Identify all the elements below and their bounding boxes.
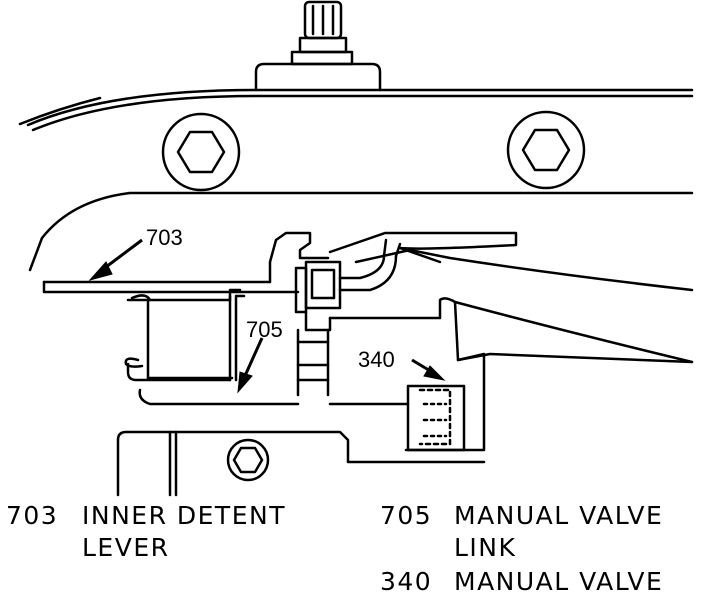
link-connector	[294, 238, 402, 332]
callout-703-arrow	[88, 238, 143, 281]
legend-desc-line: MANUAL VALVE	[454, 501, 664, 530]
vertical-post	[296, 328, 330, 397]
legend-number: 705	[380, 501, 433, 530]
callout-340-label: 340	[358, 347, 395, 372]
manual-valve-shape	[406, 384, 466, 452]
legend-number: 703	[6, 501, 59, 530]
legend-desc-line: LINK	[454, 533, 517, 562]
callout-340-arrow	[411, 358, 446, 381]
upper-housing	[18, 88, 694, 132]
right-wedge	[328, 297, 694, 452]
legend-number: 340	[380, 567, 433, 596]
callout-705-arrow	[237, 337, 264, 394]
legend-desc-line: INNER DETENT	[82, 501, 286, 530]
hex-bolt-left	[161, 112, 241, 192]
inner-detent-lever-shape	[42, 231, 694, 294]
left-bracket	[126, 294, 234, 380]
top-fitting	[254, 0, 382, 92]
lower-housing-contour	[28, 191, 694, 272]
hex-bolt-bottom	[226, 438, 270, 482]
legend-desc-line: MANUAL VALVE	[454, 567, 664, 596]
callout-705-label: 705	[246, 317, 283, 342]
base-plate	[116, 430, 486, 497]
callout-703-label: 703	[146, 225, 183, 250]
hex-bolt-right	[506, 110, 586, 190]
manual-valve-link-shape	[124, 288, 410, 406]
legend-desc-line: LEVER	[82, 533, 170, 562]
